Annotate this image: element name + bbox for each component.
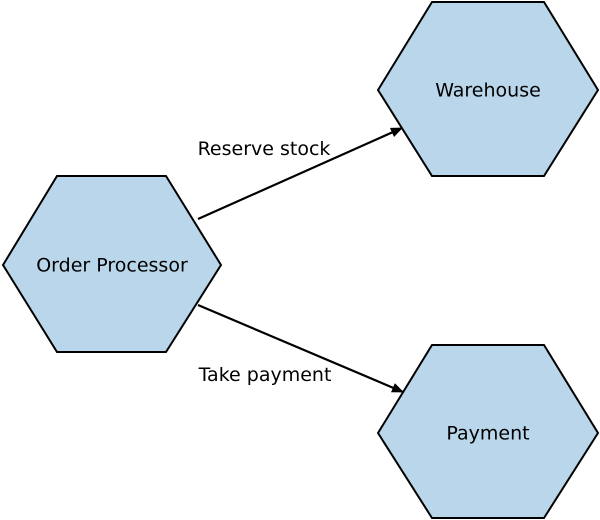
take-payment-arrow [197,303,404,394]
node-warehouse: Warehouse [376,1,600,177]
order-processor-label: Order Processor [36,255,188,277]
edge-reserve-stock: Reserve stock [197,126,403,221]
warehouse-hexagon [376,1,600,177]
reserve-stock-arrow [197,126,403,221]
edge-take-payment: Take payment [197,303,404,394]
payment-hexagon [376,344,600,519]
node-payment: Payment [376,344,600,519]
warehouse-label: Warehouse [435,80,541,102]
order-processor-hexagon [1,175,223,353]
reserve-stock-label: Reserve stock [198,138,331,160]
payment-label: Payment [446,423,529,445]
take-payment-label: Take payment [198,364,332,386]
node-order-processor: Order Processor [1,175,223,353]
